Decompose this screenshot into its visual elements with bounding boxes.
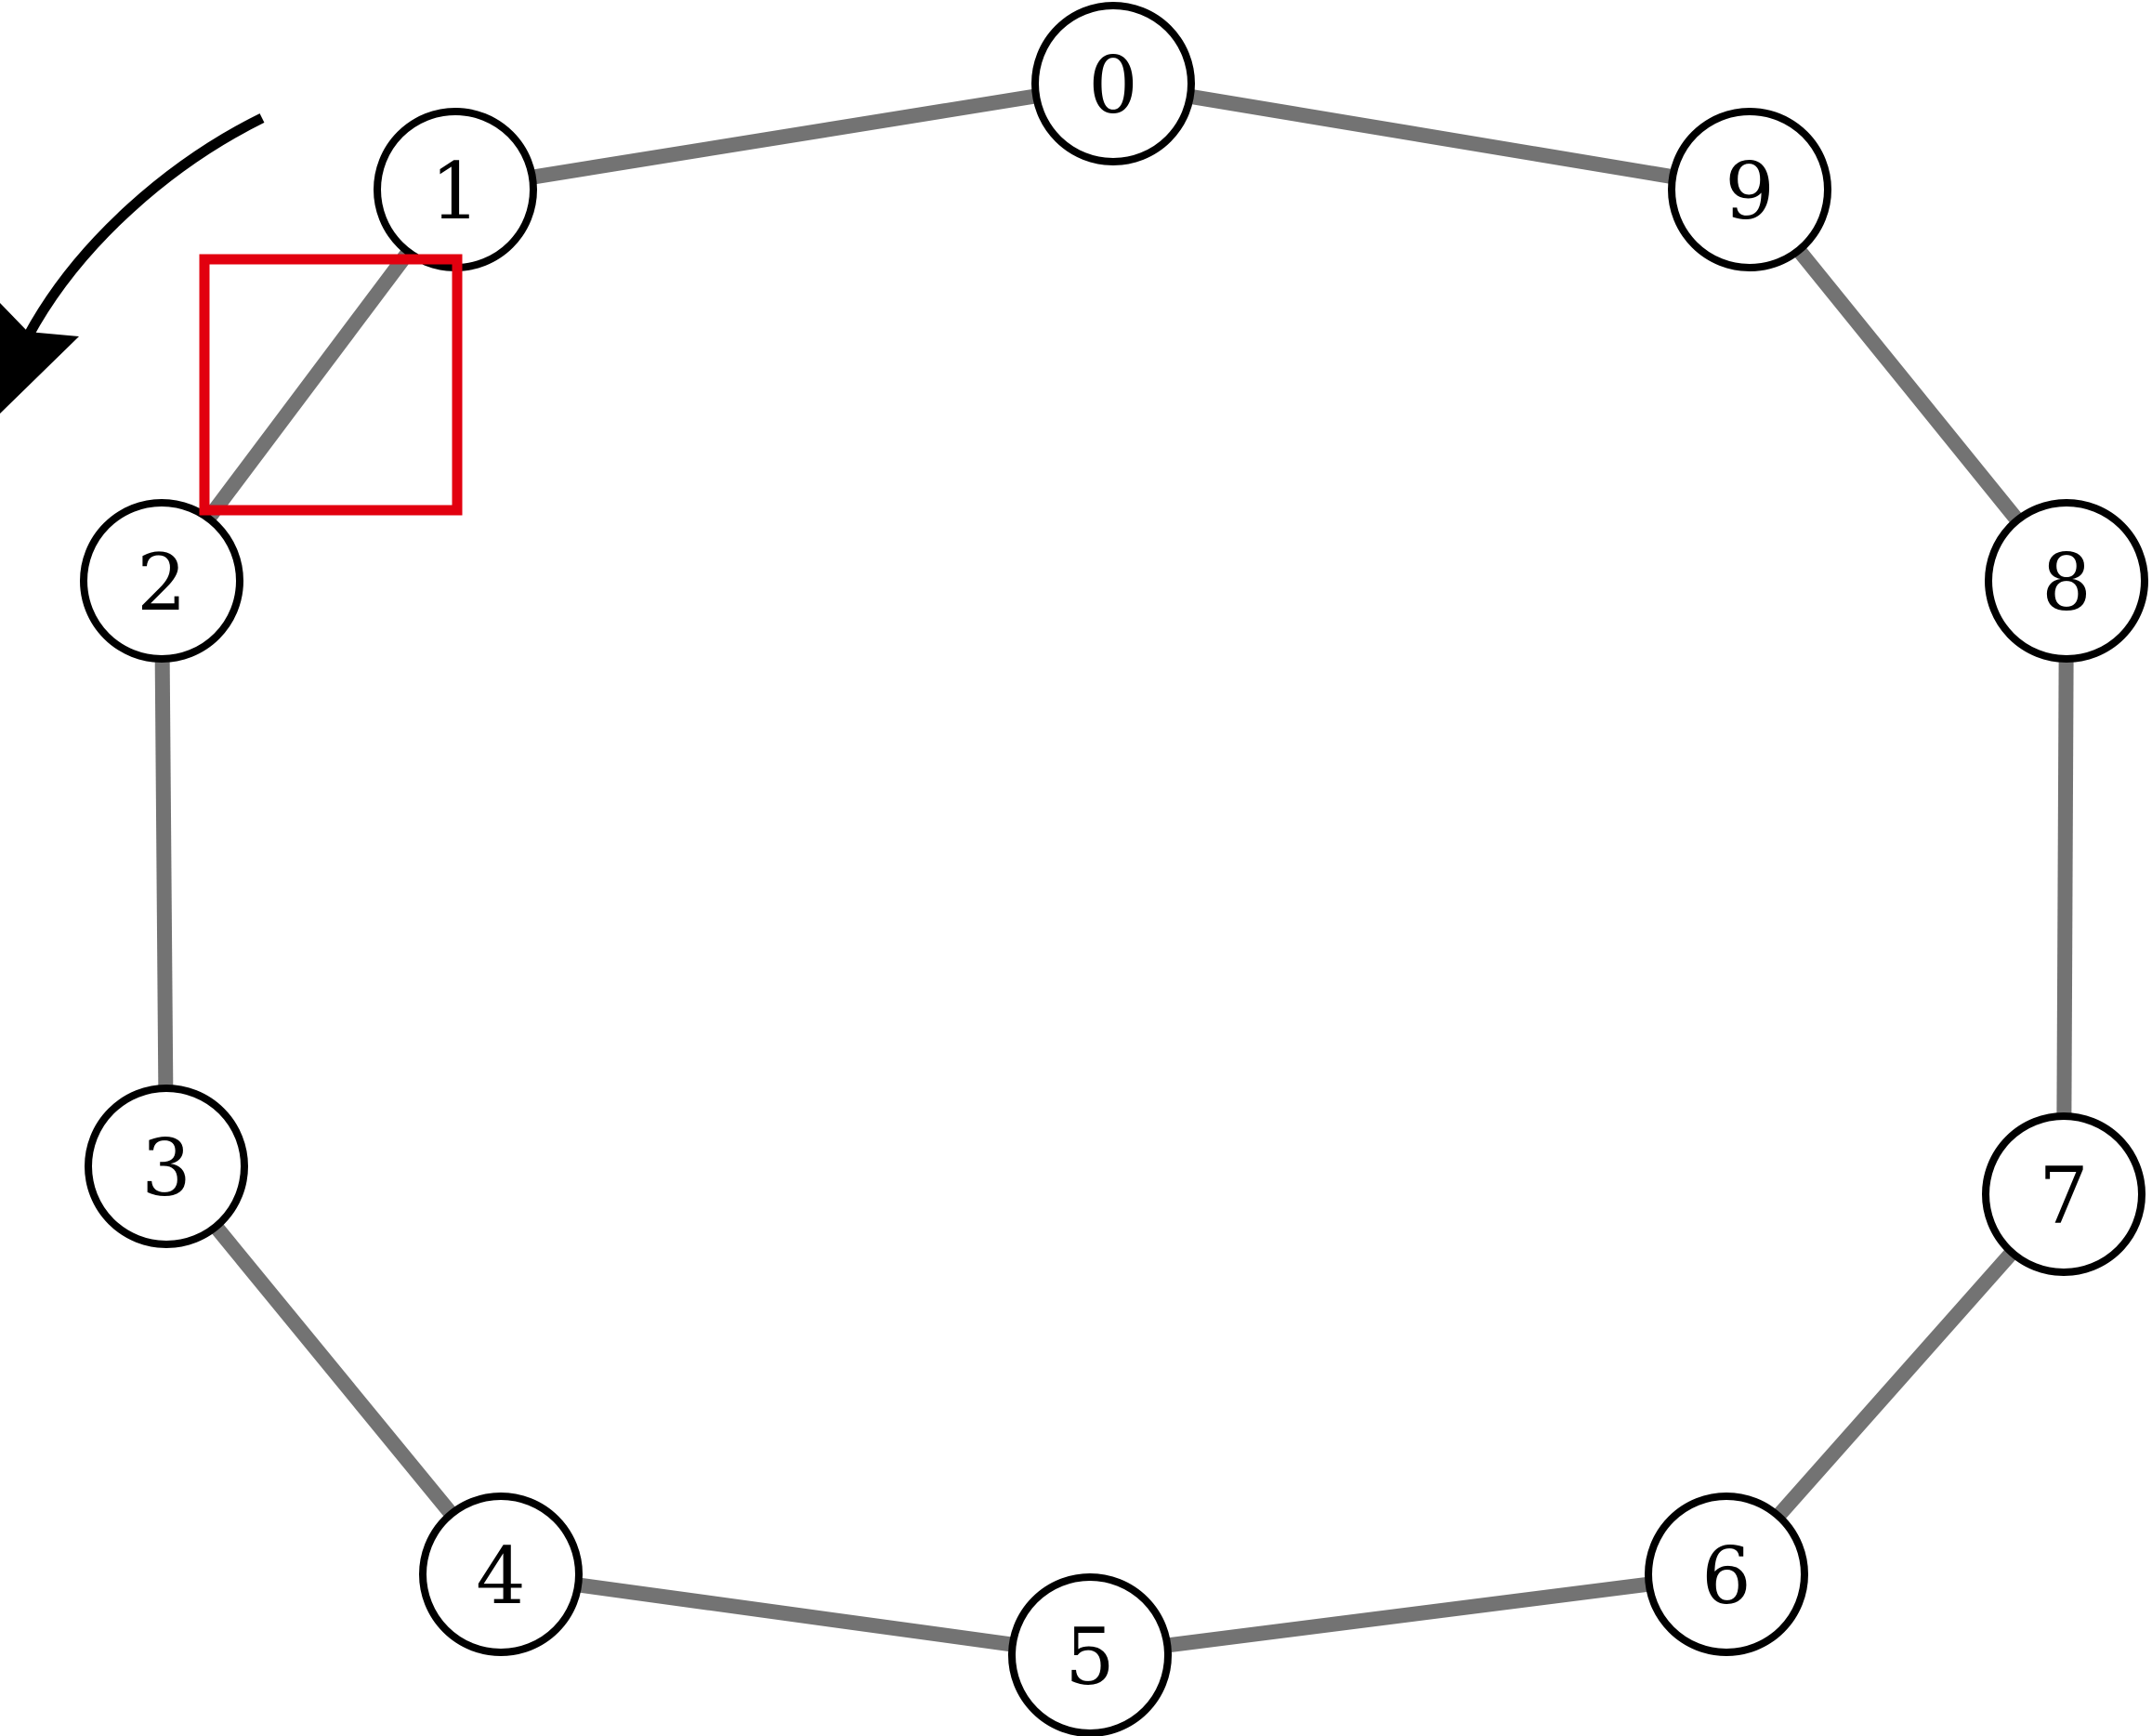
node-5: 5: [1008, 1573, 1172, 1736]
edges-layer: [154, 76, 2074, 1663]
node-6: 6: [1645, 1493, 1808, 1656]
node-circle: [1031, 2, 1195, 165]
node-0: 0: [1031, 2, 1195, 165]
node-circle: [80, 499, 243, 663]
node-label: 3: [141, 1123, 190, 1214]
rotation-arrow-icon: [0, 113, 265, 414]
node-4: 4: [419, 1493, 583, 1656]
node-circle: [1645, 1493, 1808, 1656]
node-label: 8: [2041, 537, 2091, 628]
node-8: 8: [1985, 499, 2148, 663]
edge-4-5: [499, 1567, 1092, 1663]
edge-8-9: [1743, 184, 2073, 586]
node-7: 7: [1982, 1112, 2145, 1276]
rotation-arrow-head: [0, 303, 79, 414]
edge-7-8: [2056, 580, 2074, 1195]
rotation-arrow-arc: [23, 113, 265, 339]
node-circle: [1008, 1573, 1172, 1736]
node-label: 1: [430, 146, 479, 237]
edge-9-0: [1111, 76, 1752, 197]
edge-5-6: [1088, 1567, 1728, 1663]
node-label: 2: [137, 537, 186, 628]
node-circle: [1982, 1112, 2145, 1276]
node-label: 0: [1088, 40, 1137, 131]
edge-2-3: [154, 580, 174, 1167]
node-circle: [1668, 108, 1831, 271]
node-circle: [1985, 499, 2148, 663]
node-label: 7: [2039, 1151, 2088, 1242]
edge-3-4: [160, 1161, 507, 1580]
node-2: 2: [80, 499, 243, 663]
node-label: 9: [1725, 146, 1774, 237]
node-3: 3: [85, 1085, 248, 1248]
node-label: 6: [1701, 1531, 1751, 1622]
node-9: 9: [1668, 108, 1831, 271]
highlight-box: [199, 254, 463, 516]
edge-0-1: [453, 76, 1115, 197]
node-circle: [85, 1085, 248, 1248]
node-label: 5: [1065, 1611, 1114, 1703]
node-circle: [419, 1493, 583, 1656]
nodes-layer: 0 1 2 3 4 5 6 7 8 9: [80, 2, 2148, 1736]
node-1: 1: [374, 108, 537, 271]
edge-6-7: [1721, 1189, 2069, 1580]
node-label: 4: [476, 1531, 525, 1622]
